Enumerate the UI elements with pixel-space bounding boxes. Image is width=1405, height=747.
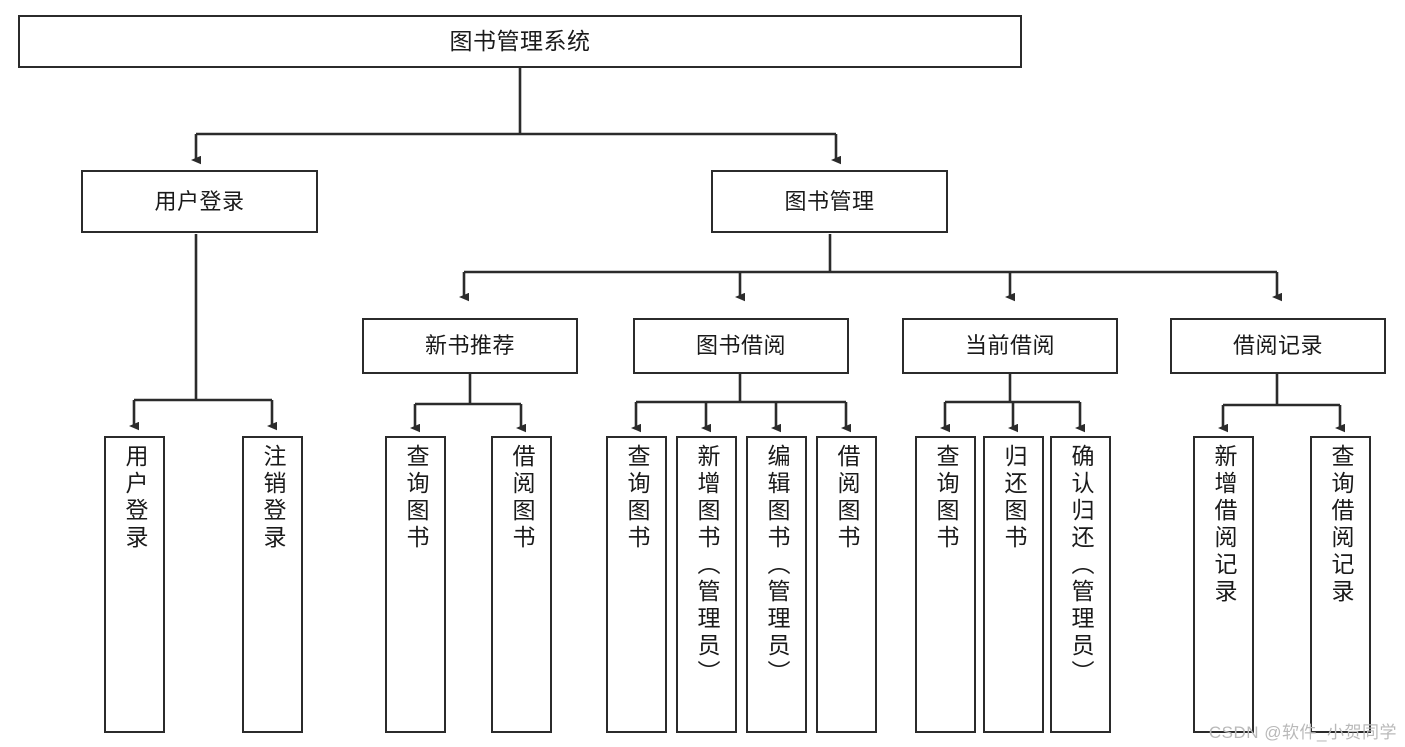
node-label: 新增借阅记录: [1211, 444, 1237, 606]
node-label: 查询图书: [403, 444, 429, 552]
node-root-system[interactable]: 图书管理系统: [18, 15, 1022, 68]
node-label: 用户登录: [122, 444, 148, 552]
node-label: 当前借阅: [964, 333, 1055, 359]
node-user-login[interactable]: 用户登录: [81, 170, 318, 233]
csdn-watermark: CSDN @软件_小贺同学: [1208, 723, 1397, 742]
node-label: 借阅记录: [1232, 333, 1323, 359]
node-label: 图书借阅: [695, 333, 786, 359]
node-label: 图书管理系统: [449, 27, 591, 54]
node-label: 归还图书: [1001, 444, 1027, 552]
node-leaf-query-borrow-record[interactable]: 查询借阅记录: [1310, 436, 1371, 733]
node-leaf-add-borrow-record[interactable]: 新增借阅记录: [1193, 436, 1254, 733]
node-label: 查询借阅记录: [1328, 444, 1354, 606]
node-label: 注销登录: [260, 444, 286, 552]
node-leaf-return-book[interactable]: 归还图书: [983, 436, 1044, 733]
node-leaf-user-login[interactable]: 用户登录: [104, 436, 165, 733]
node-label: 确认归还（管理员）: [1068, 444, 1094, 687]
node-label: 借阅图书: [834, 444, 860, 552]
node-leaf-borrow-book-recommend[interactable]: 借阅图书: [491, 436, 552, 733]
node-leaf-add-book-admin[interactable]: 新增图书（管理员）: [676, 436, 737, 733]
node-leaf-query-book[interactable]: 查询图书: [606, 436, 667, 733]
node-label: 图书管理: [784, 188, 875, 214]
node-label: 查询图书: [624, 444, 650, 552]
node-new-book-recommend[interactable]: 新书推荐: [362, 318, 578, 374]
node-book-management[interactable]: 图书管理: [711, 170, 948, 233]
node-label: 新增图书（管理员）: [694, 444, 720, 687]
node-label: 借阅图书: [509, 444, 535, 552]
node-label: 查询图书: [933, 444, 959, 552]
node-leaf-edit-book-admin[interactable]: 编辑图书（管理员）: [746, 436, 807, 733]
node-book-borrow[interactable]: 图书借阅: [633, 318, 849, 374]
node-leaf-query-book-current[interactable]: 查询图书: [915, 436, 976, 733]
node-borrow-record[interactable]: 借阅记录: [1170, 318, 1386, 374]
node-label: 新书推荐: [424, 333, 515, 359]
node-label: 用户登录: [154, 188, 245, 214]
node-current-borrow[interactable]: 当前借阅: [902, 318, 1118, 374]
node-leaf-query-book-recommend[interactable]: 查询图书: [385, 436, 446, 733]
node-leaf-borrow-book[interactable]: 借阅图书: [816, 436, 877, 733]
node-leaf-logout[interactable]: 注销登录: [242, 436, 303, 733]
node-leaf-confirm-return-admin[interactable]: 确认归还（管理员）: [1050, 436, 1111, 733]
node-label: 编辑图书（管理员）: [764, 444, 790, 687]
